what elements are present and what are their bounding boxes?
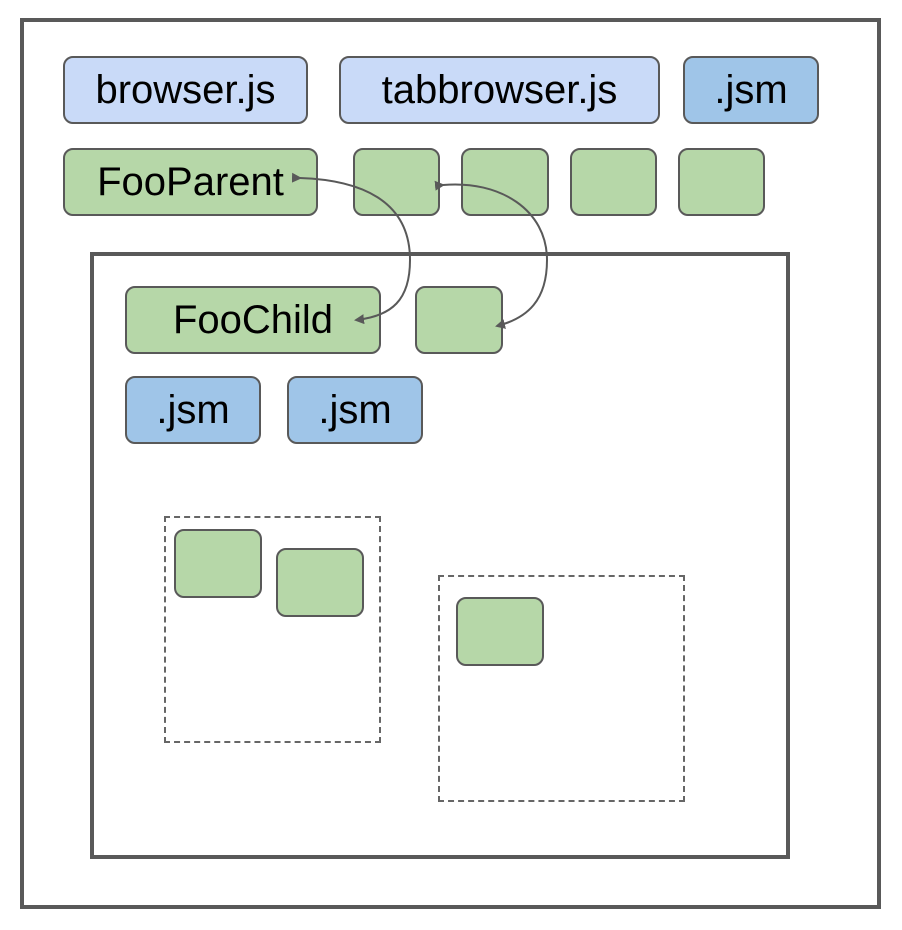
jsm-module-label: .jsm (714, 67, 788, 112)
tabbrowser-js-box: tabbrowser.js (339, 56, 660, 124)
parent-process-frame (20, 18, 881, 909)
parent-actor-box (678, 148, 765, 216)
foo-child-actor: FooChild (125, 286, 381, 354)
parent-actor-box (461, 148, 549, 216)
actor-box (456, 597, 544, 666)
frame-group (164, 516, 381, 743)
actor-box (174, 529, 262, 598)
frame-group (438, 575, 685, 802)
browser-js-box: browser.js (63, 56, 308, 124)
child-actor-box (415, 286, 503, 354)
foo-parent-label: FooParent (97, 159, 284, 204)
parent-actor-box (353, 148, 440, 216)
browser-js-label: browser.js (95, 67, 276, 112)
jsm-module-box: .jsm (125, 376, 261, 444)
foo-child-label: FooChild (172, 297, 334, 342)
jsm-module-box: .jsm (683, 56, 819, 124)
jsm-module-label: .jsm (156, 387, 230, 432)
actor-box (276, 548, 364, 617)
foo-parent-actor: FooParent (63, 148, 318, 216)
parent-actor-box (570, 148, 657, 216)
tabbrowser-js-label: tabbrowser.js (381, 67, 618, 112)
jsm-module-label: .jsm (318, 387, 392, 432)
jsm-module-box: .jsm (287, 376, 423, 444)
